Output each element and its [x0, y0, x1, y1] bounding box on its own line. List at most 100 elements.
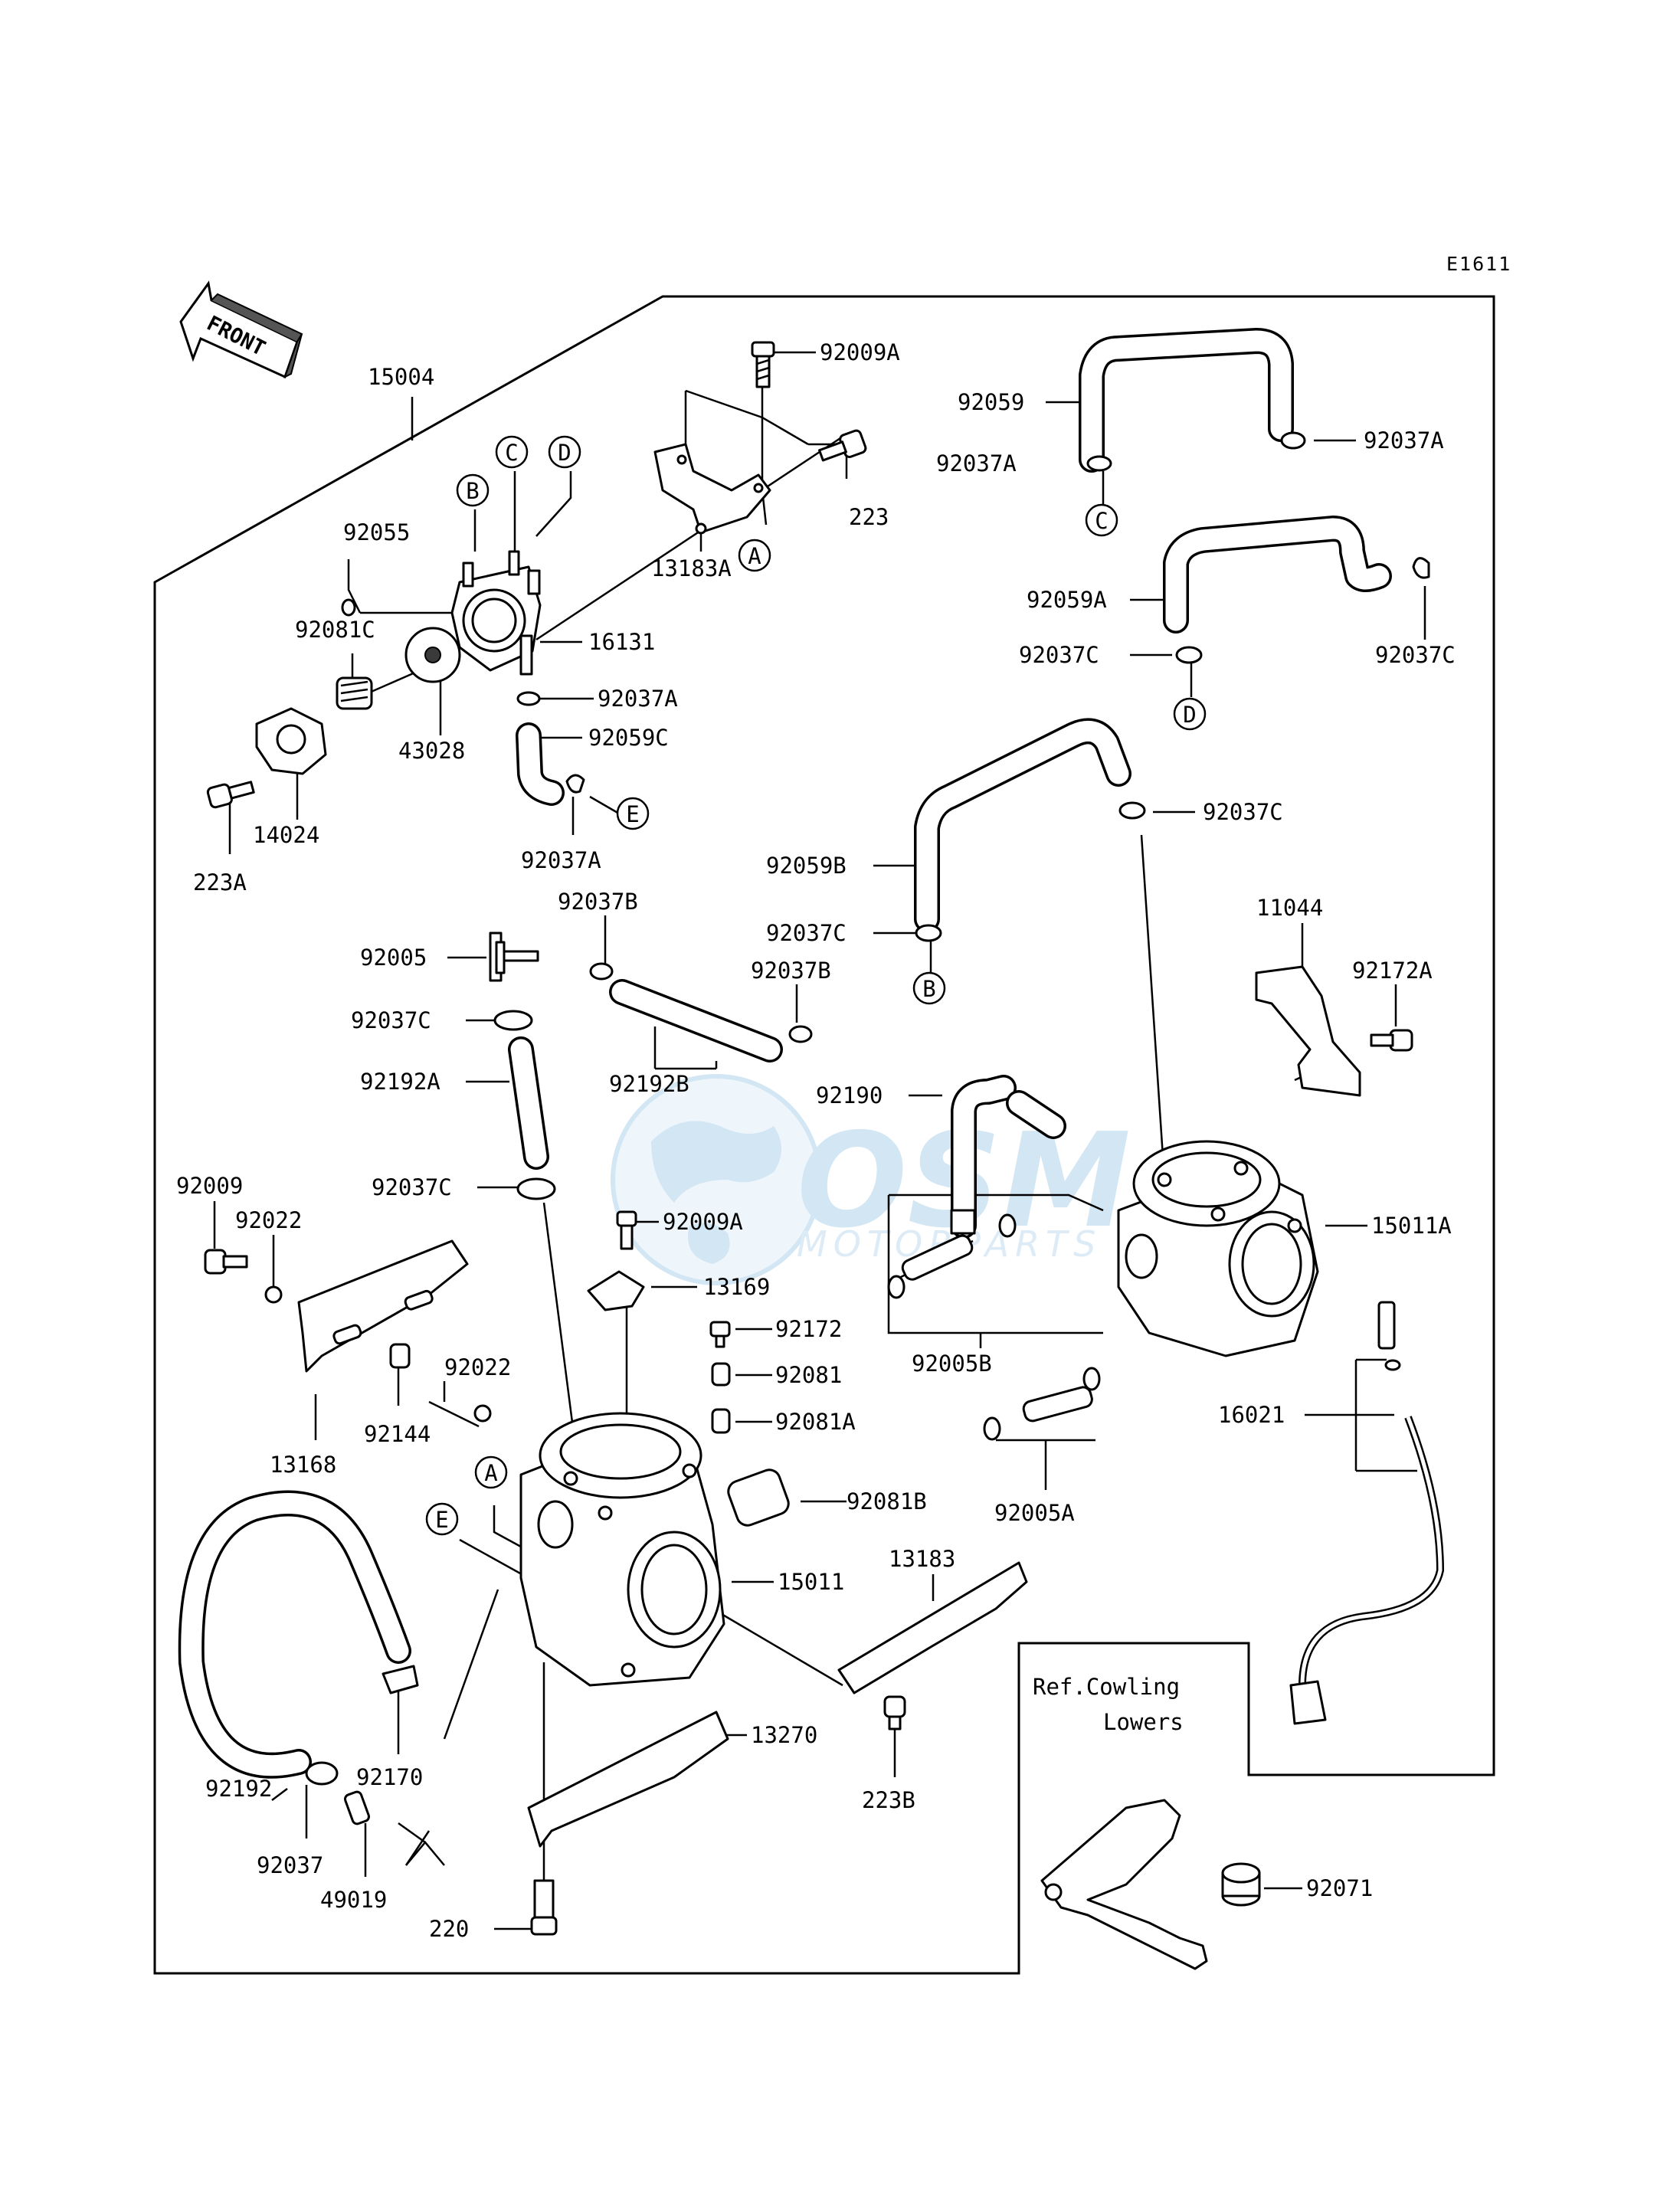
part-label: 92009A [820, 339, 900, 365]
part-label: 14024 [253, 822, 319, 848]
part-label: 13168 [270, 1452, 336, 1478]
callout-b-lower: B [912, 971, 946, 1005]
part-label: 16021 [1218, 1402, 1285, 1428]
svg-text:A: A [484, 1460, 497, 1486]
part-label: 92037A [598, 686, 678, 712]
part-label: 92037A [1364, 427, 1444, 453]
part-label: 92005B [912, 1351, 992, 1377]
callout-group: A B C D E A B C D E [425, 435, 1207, 1536]
svg-text:D: D [1183, 702, 1196, 728]
part-label: 92037C [766, 920, 847, 946]
part-label: 223A [193, 869, 247, 895]
part-label: 92192A [360, 1069, 440, 1095]
part-label: 15011A [1371, 1213, 1452, 1239]
spring-92081b [727, 1468, 790, 1527]
carburetor-15011 [519, 1412, 725, 1687]
callout-a-lower: A [474, 1455, 508, 1489]
screw-92172a [1370, 1029, 1413, 1052]
part-label: 92005A [994, 1500, 1075, 1526]
part-label: 92172 [775, 1316, 842, 1342]
bolt-92009a [751, 341, 775, 388]
part-label: 92071 [1306, 1875, 1373, 1901]
svg-text:E: E [626, 801, 639, 827]
part-label: 92022 [444, 1354, 511, 1380]
t-fitting-92005 [489, 932, 539, 982]
svg-text:B: B [922, 976, 935, 1002]
callout-b-upper: B [456, 473, 490, 507]
svg-text:B: B [466, 478, 479, 504]
assembly-outline [153, 295, 1495, 1975]
parts-artwork [178, 328, 1445, 1970]
part-label: 11044 [1256, 895, 1323, 921]
part-label: 220 [429, 1916, 469, 1942]
part-label: 92037C [1019, 642, 1099, 668]
part-label: 92037B [558, 889, 638, 915]
part-label: 92037B [751, 958, 831, 984]
callout-d-lower: D [1173, 697, 1207, 731]
callout-a-upper: A [738, 539, 771, 572]
reference-note-line2: Lowers [1103, 1709, 1184, 1735]
svg-text:C: C [1095, 508, 1108, 534]
svg-text:A: A [748, 543, 761, 569]
part-labels: 15004 92009A 92059 92037A 92037A 223 131… [176, 339, 1456, 1942]
callout-e-upper: E [616, 797, 650, 830]
screw-92172 [709, 1321, 731, 1348]
part-label: 43028 [398, 738, 465, 764]
diagram-code: E1611 [1446, 253, 1511, 275]
cowling-bracket [1040, 1799, 1208, 1970]
fitting-92005a [1022, 1386, 1093, 1423]
callout-c-lower: C [1085, 503, 1118, 537]
part-label: 92081B [847, 1488, 927, 1514]
bracket-11044 [1255, 965, 1361, 1097]
screw-92009 [204, 1249, 248, 1275]
callout-d-upper: D [548, 435, 581, 469]
part-label: 92059A [1027, 587, 1107, 613]
part-label: 92037C [1203, 799, 1283, 825]
part-label: 92037C [1375, 642, 1456, 668]
screw-92009a-mid [616, 1210, 637, 1250]
bracket-13183a [653, 443, 771, 534]
bolt-220 [530, 1879, 558, 1936]
part-label: 13169 [703, 1274, 770, 1300]
part-label: 92037A [936, 450, 1017, 476]
part-label: 13183 [889, 1546, 955, 1572]
svg-text:E: E [435, 1507, 448, 1533]
fitting-92005b [901, 1234, 974, 1281]
part-label: 13183A [651, 555, 732, 581]
part-label: 223B [862, 1787, 915, 1813]
grommet-92071 [1221, 1862, 1261, 1907]
part-label: 92081C [295, 617, 375, 643]
part-label: 92144 [364, 1421, 431, 1447]
part-label: 92005 [360, 945, 427, 971]
bolt-223b [883, 1695, 906, 1730]
bracket-13183 [837, 1561, 1028, 1694]
part-label: 15004 [368, 364, 434, 390]
callout-e-lower: E [425, 1502, 459, 1536]
leader-lines [213, 351, 1426, 1930]
part-label: 92037C [351, 1007, 431, 1033]
part-label: 92170 [356, 1764, 423, 1790]
part-label: 92037A [521, 847, 601, 873]
part-label: 92081 [775, 1362, 842, 1388]
bolt-223 [818, 429, 867, 462]
svg-text:D: D [558, 440, 571, 466]
carburetor-15011a [1117, 1140, 1319, 1357]
part-label: 16131 [588, 629, 655, 655]
reference-note-line1: Ref.Cowling [1033, 1674, 1180, 1700]
front-direction-arrow: FRONT [179, 280, 303, 379]
part-label: 223 [849, 504, 889, 530]
osm-watermark: OSM MOTORPARTS [611, 1074, 1131, 1285]
part-label: 49019 [320, 1887, 387, 1913]
part-label: 92009A [663, 1209, 743, 1235]
part-label: 92192B [609, 1071, 689, 1097]
part-label: 92009 [176, 1173, 243, 1199]
part-label: 92059C [588, 725, 669, 751]
spring-92081c [336, 676, 373, 710]
part-label: 92190 [816, 1082, 883, 1108]
part-label: 92172A [1352, 958, 1433, 984]
part-label: 92081A [775, 1409, 856, 1435]
part-label: 13270 [751, 1722, 817, 1748]
part-label: 92059 [958, 389, 1024, 415]
svg-text:C: C [505, 440, 518, 466]
part-label: 92037 [257, 1852, 323, 1878]
